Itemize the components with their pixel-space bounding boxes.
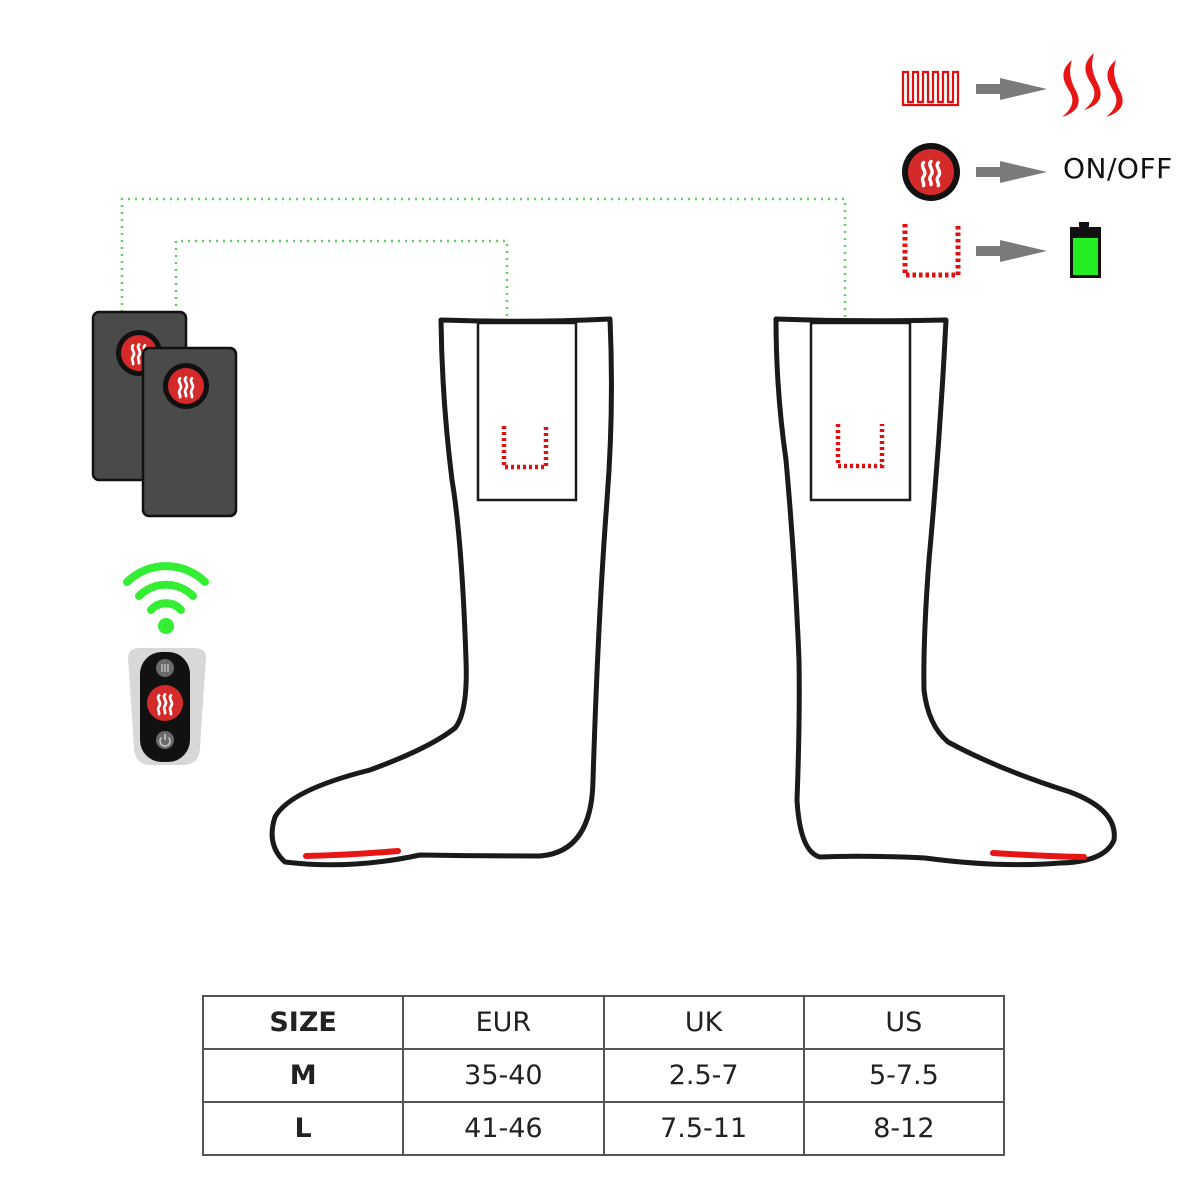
size-label: M (201, 1048, 405, 1103)
heating-element-toe (990, 850, 1087, 860)
battery-pocket-icon (835, 424, 885, 469)
heat-button (143, 681, 187, 725)
heating-wire-icon (901, 70, 960, 107)
eur-value: 35-40 (402, 1048, 605, 1103)
arrow-right-icon (976, 78, 1047, 100)
size-chart-table: SIZE EUR UK US M 35-40 2.5-7 5-7.5 L 41-… (201, 995, 1006, 1156)
connector-lines (120, 197, 847, 320)
us-value: 8-12 (802, 1101, 1006, 1156)
header-us: US (802, 995, 1006, 1050)
heating-element-toe (303, 848, 401, 859)
eur-value: 41-46 (402, 1101, 605, 1156)
table-row: L 41-46 7.5-11 8-12 (201, 1101, 1006, 1156)
uk-value: 2.5-7 (602, 1048, 805, 1103)
table-row: M 35-40 2.5-7 5-7.5 (201, 1048, 1006, 1103)
arrow-right-icon (976, 161, 1047, 183)
heat-waves-icon (1062, 53, 1123, 117)
header-uk: UK (602, 995, 805, 1050)
remote-control (128, 648, 206, 765)
size-label: L (201, 1101, 405, 1156)
header-eur: EUR (402, 995, 605, 1050)
arrow-right-icon (976, 240, 1047, 262)
wifi-icon (123, 562, 209, 634)
power-button-icon (902, 143, 960, 201)
on-off-label: ON/OFF (1063, 152, 1173, 185)
battery-full-icon (1070, 222, 1101, 278)
right-sock (773, 316, 1117, 868)
battery-pack-right (141, 346, 238, 518)
mode-button (156, 659, 174, 677)
battery-pocket-icon (501, 426, 549, 470)
uk-value: 7.5-11 (602, 1101, 805, 1156)
us-value: 5-7.5 (802, 1048, 1006, 1103)
table-header-row: SIZE EUR UK US (201, 995, 1006, 1050)
power-icon (156, 731, 174, 749)
battery-pocket-icon (902, 224, 961, 278)
left-sock (269, 316, 614, 868)
header-size: SIZE (201, 995, 405, 1050)
